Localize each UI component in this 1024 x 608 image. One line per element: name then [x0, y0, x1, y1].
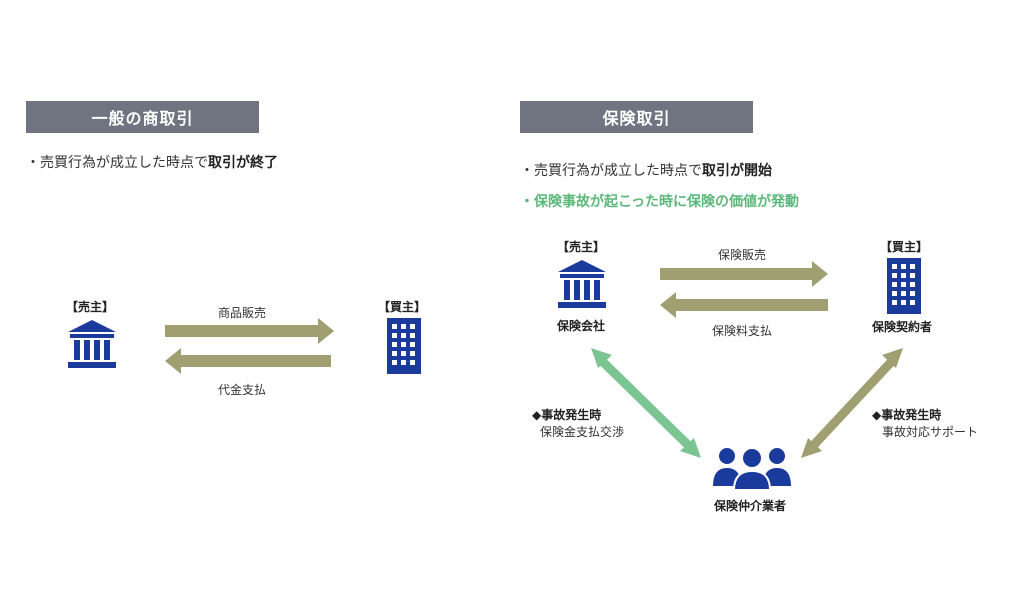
right-bullet-2: ・保険事故が起こった時に保険の価値が発動 — [520, 194, 800, 210]
left-bullet: ・売買行為が成立した時点で取引が終了 — [26, 152, 278, 172]
left-arrow-payment — [165, 348, 331, 374]
green-double-arrow — [591, 348, 701, 458]
left-section-header: 一般の商取引 — [26, 101, 259, 133]
left-arrow-top-label: 商品販売 — [218, 306, 267, 320]
right-bullet1-prefix: ・売買行為が成立した時点で — [520, 163, 702, 179]
right-arrow-sale — [660, 261, 828, 287]
right-arrow-bottom-label: 保険料支払 — [712, 324, 773, 338]
right-header-text: 保険取引 — [602, 109, 671, 128]
right-section-header: 保険取引 — [520, 101, 753, 133]
policyholder-building-icon — [887, 258, 921, 314]
right-arrow-premium — [660, 292, 828, 318]
right-arrow-top-label: 保険販売 — [718, 248, 767, 262]
bank-building-icon — [68, 320, 116, 368]
people-group-icon — [713, 447, 791, 490]
left-note-title: ◆事故発生時 — [532, 408, 602, 422]
right-note-title: ◆事故発生時 — [872, 408, 942, 422]
olive-double-arrow — [801, 348, 903, 458]
right-buyer-label: 【買主】 — [880, 240, 929, 254]
left-seller-label: 【売主】 — [66, 300, 115, 314]
left-note-body: 保険金支払交渉 — [540, 425, 625, 439]
office-building-icon — [387, 318, 421, 374]
right-bullet-1: ・売買行為が成立した時点で取引が開始 — [520, 160, 772, 180]
left-header-text: 一般の商取引 — [91, 109, 194, 128]
left-bullet-prefix: ・売買行為が成立した時点で — [26, 155, 208, 171]
right-seller-label: 【売主】 — [557, 240, 606, 254]
left-arrow-bottom-label: 代金支払 — [218, 383, 267, 397]
left-buyer-label: 【買主】 — [378, 300, 427, 314]
insurer-name: 保険会社 — [557, 319, 606, 333]
left-bullet-emphasis: 取引が終了 — [208, 155, 278, 171]
left-arrow-sale — [165, 318, 334, 344]
insurer-bank-icon — [558, 260, 606, 308]
policyholder-name: 保険契約者 — [872, 320, 933, 334]
right-bullet1-emphasis: 取引が開始 — [702, 163, 772, 179]
right-note-body: 事故対応サポート — [882, 425, 979, 439]
broker-name: 保険仲介業者 — [714, 499, 787, 513]
